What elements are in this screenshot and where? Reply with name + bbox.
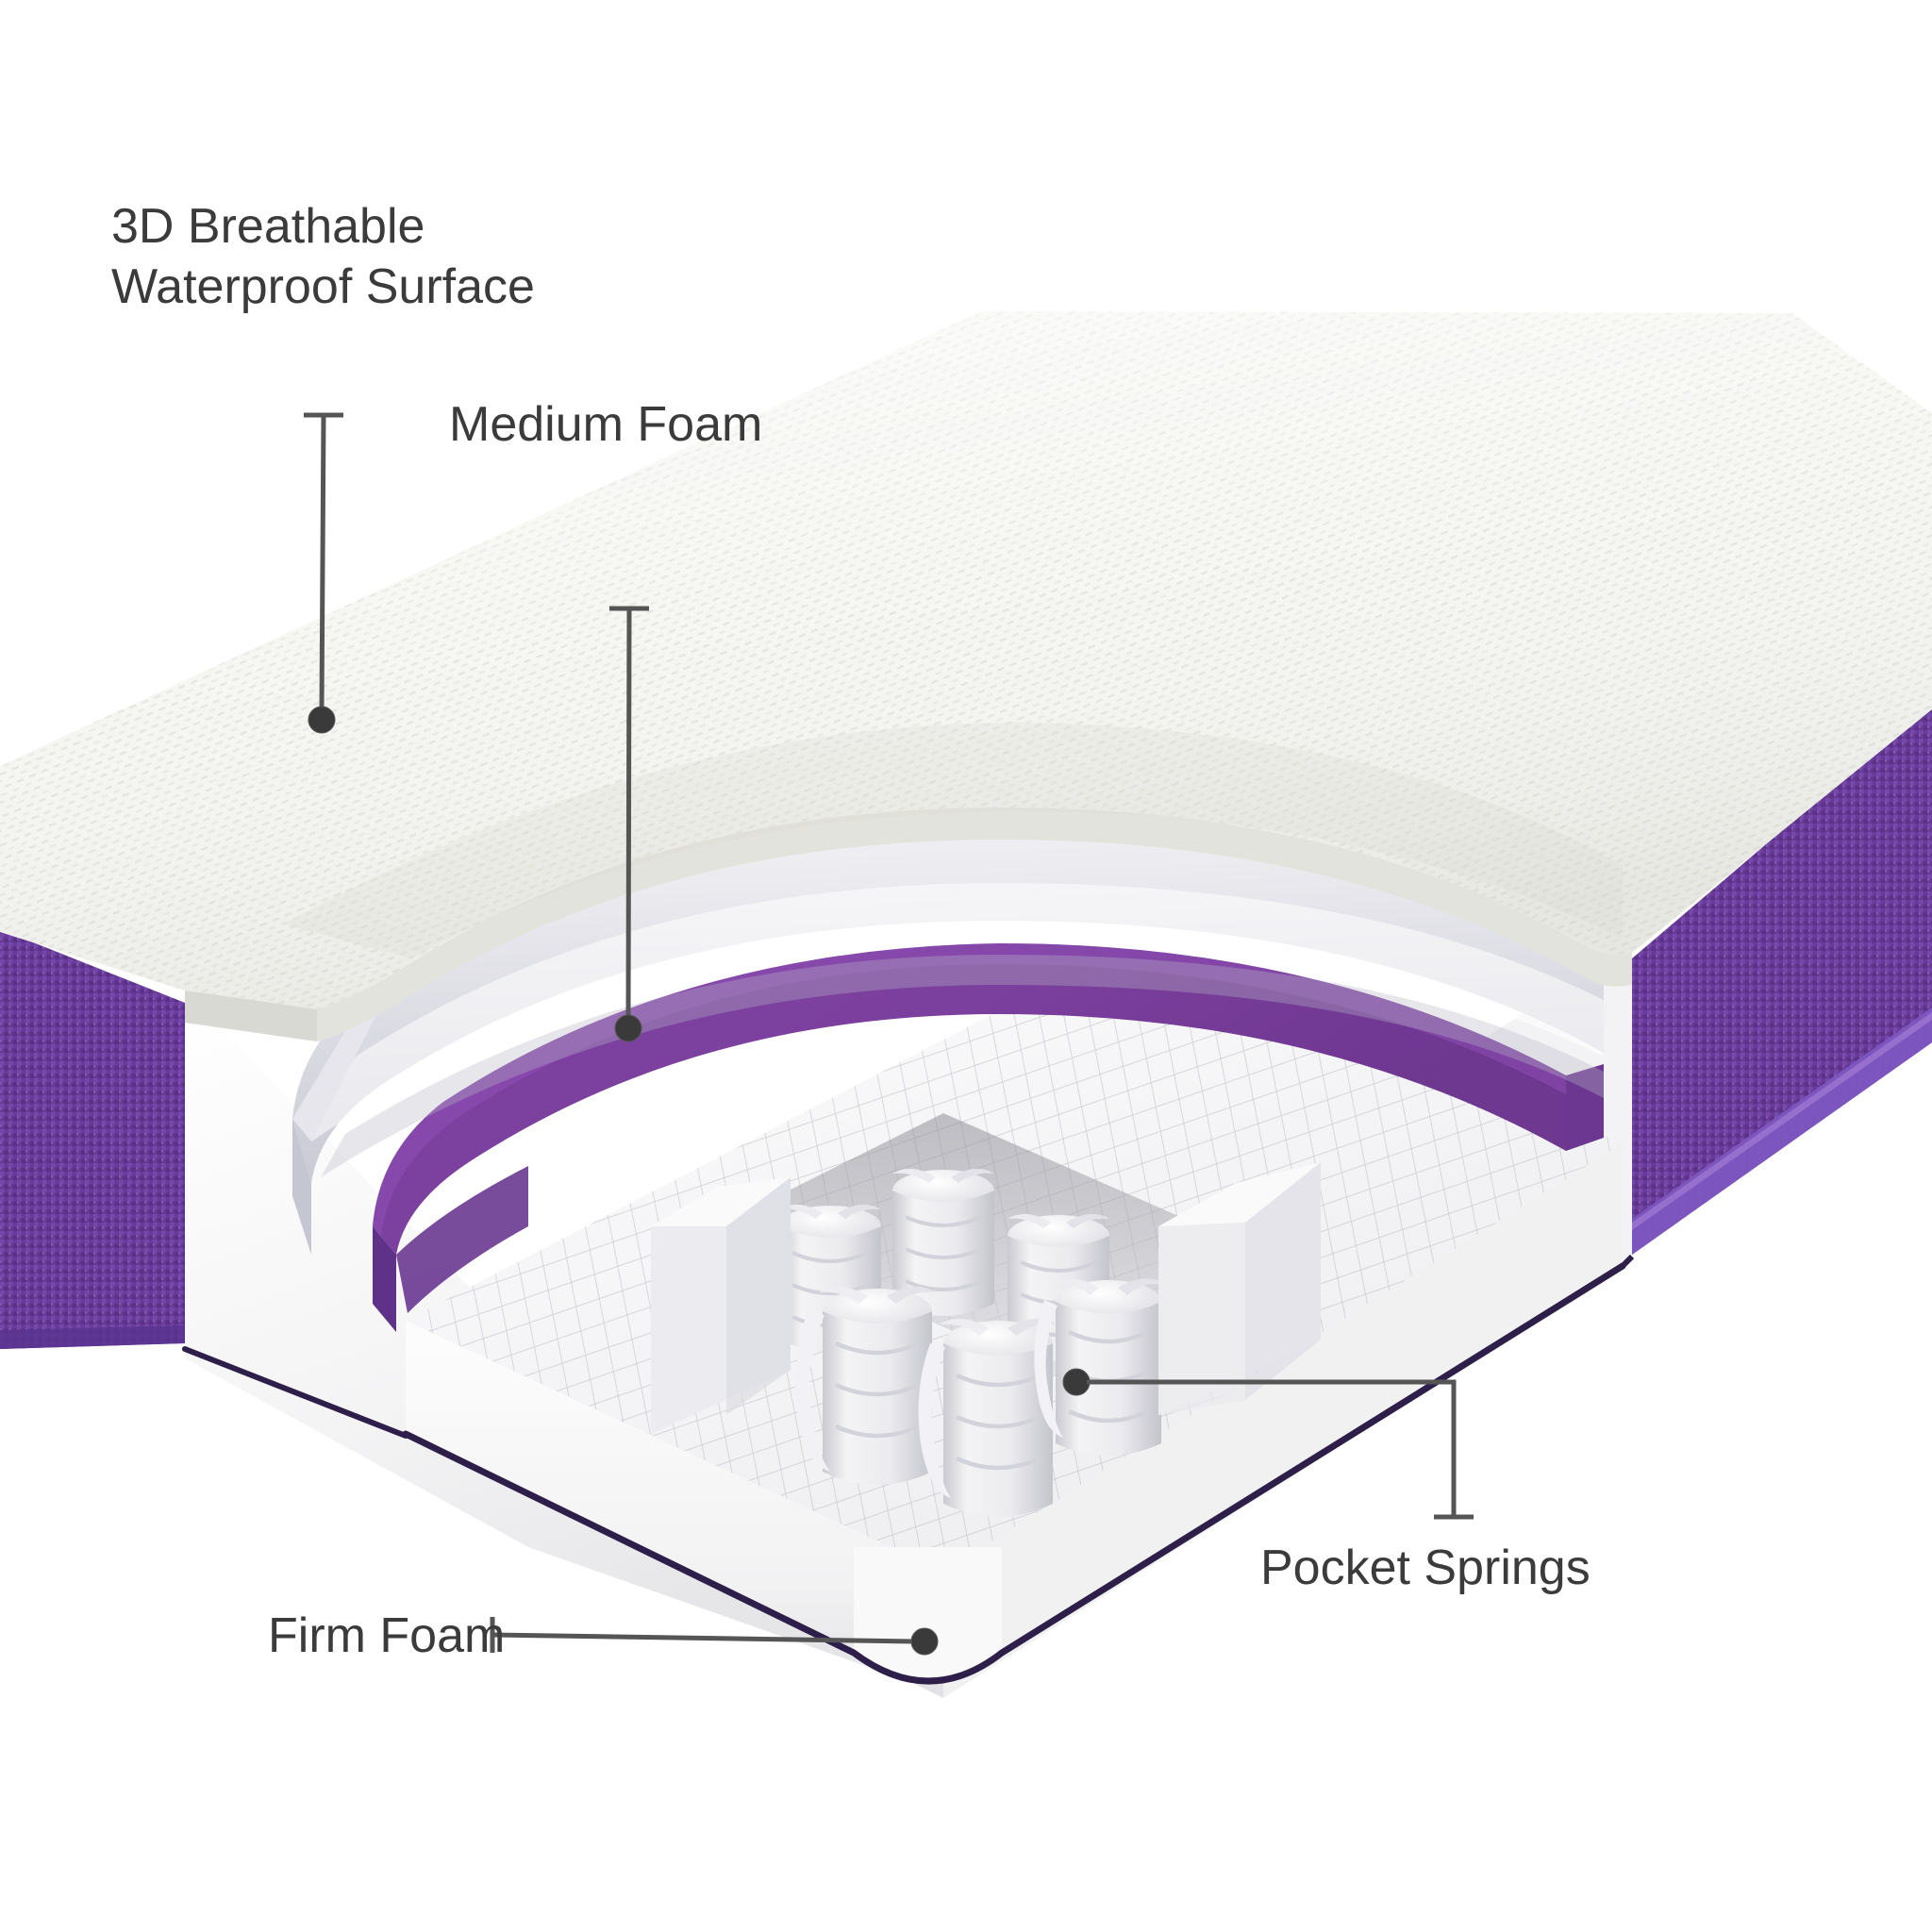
label-pocket-springs: Pocket Springs [1260, 1541, 1591, 1595]
leader-surface [304, 412, 343, 734]
mattress-side-panel-left [0, 929, 185, 1349]
leader-firm-foam [490, 1617, 939, 1656]
medium-foam-layer [292, 830, 1604, 1255]
leader-lines [304, 412, 1474, 1656]
purple-memory-layer [373, 943, 1604, 1332]
foam-edge-guard-left [651, 1177, 791, 1434]
label-breathable-waterproof-surface: 3D Breathable Waterproof Surface [111, 199, 535, 314]
label-firm-foam: Firm Foam [268, 1608, 506, 1663]
foam-edge-guard-right [1158, 1162, 1321, 1415]
mattress-side-panel-right [1632, 703, 1932, 1255]
leader-medium-foam [609, 606, 649, 1042]
label-medium-foam: Medium Foam [449, 397, 763, 452]
leader-pocket-springs [1062, 1368, 1474, 1520]
pocket-spring-core [651, 1113, 1321, 1517]
spring-row-front [795, 1278, 1165, 1517]
top-cover-surface [0, 311, 1932, 1041]
